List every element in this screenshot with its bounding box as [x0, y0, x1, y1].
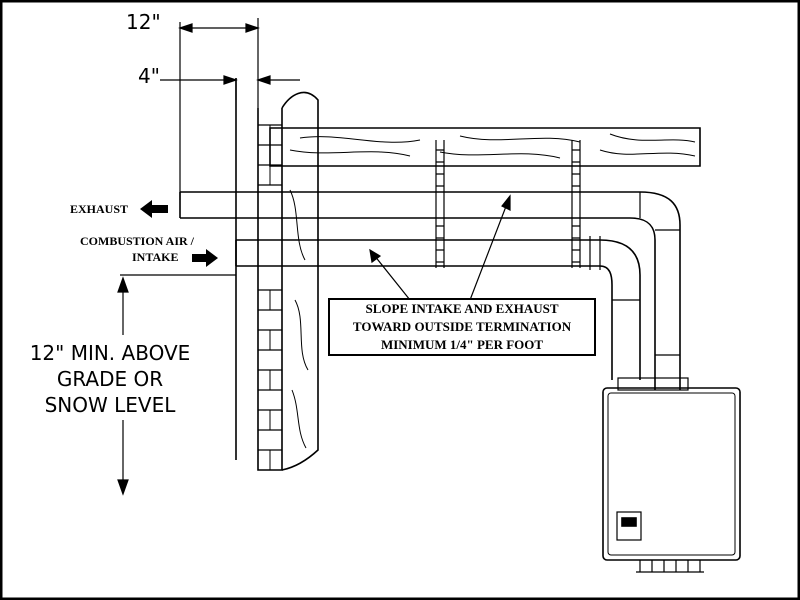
slope-note-line1: SLOPE INTAKE AND EXHAUST	[365, 301, 559, 316]
clearance-label: 12" MIN. ABOVE GRADE OR SNOW LEVEL	[10, 340, 210, 418]
slope-note-line3: MINIMUM 1/4" PER FOOT	[380, 337, 544, 352]
slope-note-line2: TOWARD OUTSIDE TERMINATION	[352, 319, 572, 334]
intake-pipe	[235, 236, 641, 380]
clearance-dimension	[117, 274, 236, 496]
slope-note-box: SLOPE INTAKE AND EXHAUST TOWARD OUTSIDE …	[328, 298, 596, 356]
stud-wall	[281, 91, 319, 471]
water-heater	[602, 377, 741, 573]
pipe-hangers	[435, 140, 581, 268]
clearance-line3: SNOW LEVEL	[44, 393, 176, 417]
exhaust-pipe	[179, 191, 681, 390]
arrow-left-icon	[140, 200, 168, 218]
clearance-line1: 12" MIN. ABOVE	[29, 341, 191, 365]
brick-wall	[257, 108, 283, 471]
exhaust-label: EXHAUST	[70, 202, 129, 216]
slope-leader-lines	[369, 194, 511, 301]
ceiling-joist	[269, 127, 701, 167]
intake-label-line2: INTAKE	[132, 250, 179, 264]
dimension-12-inch: 12"	[126, 10, 161, 34]
dimension-lines	[160, 18, 300, 200]
control-panel	[616, 511, 642, 541]
intake-label-line1: COMBUSTION AIR /	[80, 234, 195, 248]
clearance-line2: GRADE OR	[56, 367, 164, 391]
dimension-4-inch: 4"	[138, 64, 160, 88]
arrow-right-icon	[192, 249, 218, 267]
